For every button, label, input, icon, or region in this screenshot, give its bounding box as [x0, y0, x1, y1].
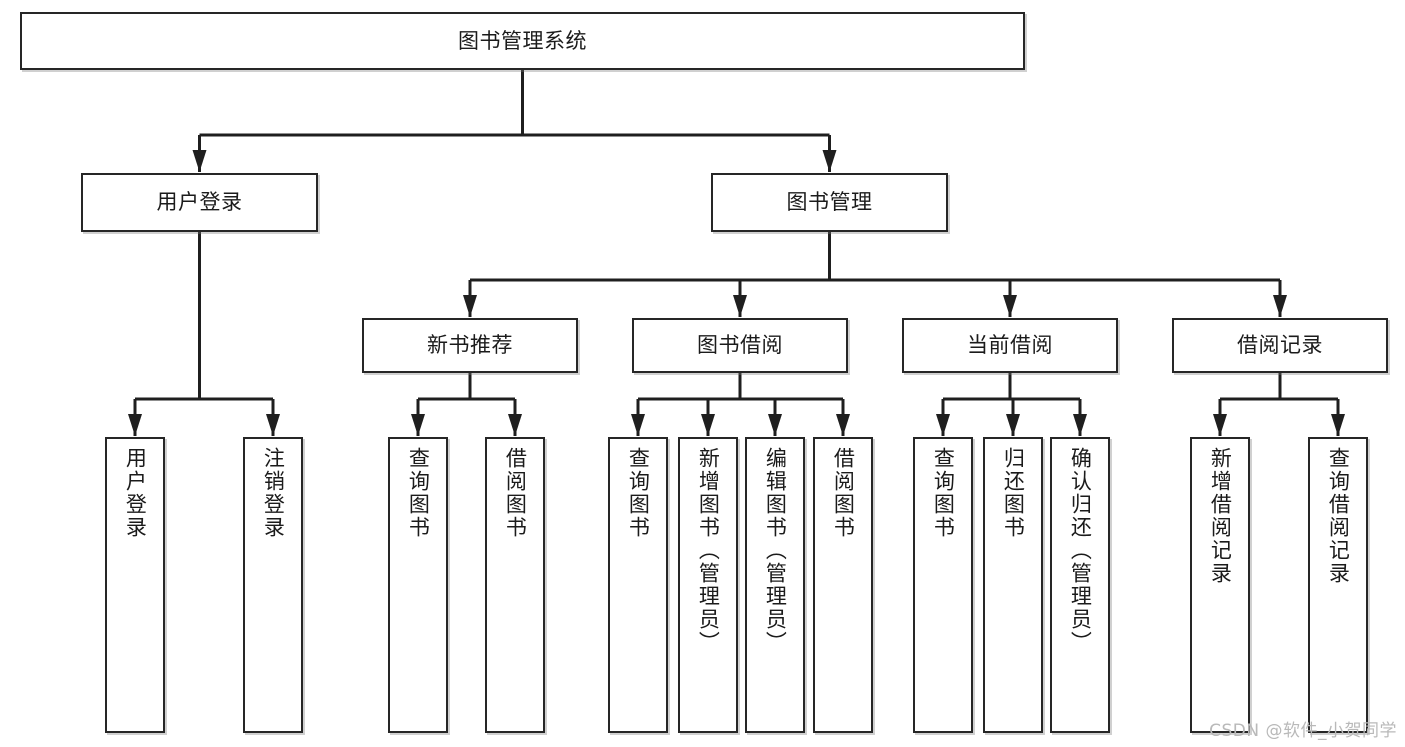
node-label: 新增借阅记录: [1208, 447, 1233, 585]
node-label: 图书管理系统: [458, 28, 587, 53]
node-bookmgmt[interactable]: 图书管理: [711, 173, 948, 232]
node-newbook[interactable]: 新书推荐: [362, 318, 578, 373]
node-l-cur-confirm[interactable]: 确认归还（管理员）: [1050, 437, 1110, 733]
node-l-user-login[interactable]: 用户登录: [105, 437, 165, 733]
node-borrow[interactable]: 图书借阅: [632, 318, 848, 373]
node-label: 归还图书: [1001, 447, 1026, 539]
node-label: 借阅图书: [503, 447, 528, 539]
node-label: 查询图书: [626, 447, 651, 539]
node-label: 注销登录: [261, 447, 286, 539]
node-label: 查询图书: [406, 447, 431, 539]
node-label: 查询图书: [931, 447, 956, 539]
node-label: 图书借阅: [697, 333, 783, 358]
node-label: 查询借阅记录: [1326, 447, 1351, 585]
watermark-text: CSDN @软件_小贺同学: [1209, 721, 1397, 741]
node-l-user-logout[interactable]: 注销登录: [243, 437, 303, 733]
node-label: 用户登录: [123, 447, 148, 539]
node-l-nb-borrow[interactable]: 借阅图书: [485, 437, 545, 733]
node-label: 确认归还（管理员）: [1068, 447, 1093, 654]
node-label: 当前借阅: [967, 333, 1053, 358]
node-label: 图书管理: [786, 190, 873, 215]
node-l-rec-query[interactable]: 查询借阅记录: [1308, 437, 1368, 733]
node-label: 新书推荐: [427, 333, 513, 358]
node-root[interactable]: 图书管理系统: [20, 12, 1025, 70]
node-login[interactable]: 用户登录: [81, 173, 318, 232]
node-l-bk-borrow[interactable]: 借阅图书: [813, 437, 873, 733]
node-l-rec-add[interactable]: 新增借阅记录: [1190, 437, 1250, 733]
node-l-cur-return[interactable]: 归还图书: [983, 437, 1043, 733]
node-l-bk-query[interactable]: 查询图书: [608, 437, 668, 733]
node-l-bk-edit[interactable]: 编辑图书（管理员）: [745, 437, 805, 733]
node-label: 借阅图书: [831, 447, 856, 539]
node-label: 编辑图书（管理员）: [763, 447, 788, 654]
node-l-nb-query[interactable]: 查询图书: [388, 437, 448, 733]
node-l-cur-query[interactable]: 查询图书: [913, 437, 973, 733]
node-label: 借阅记录: [1237, 333, 1323, 358]
node-l-bk-add[interactable]: 新增图书（管理员）: [678, 437, 738, 733]
node-label: 用户登录: [156, 190, 243, 215]
node-records[interactable]: 借阅记录: [1172, 318, 1388, 373]
node-current[interactable]: 当前借阅: [902, 318, 1118, 373]
node-label: 新增图书（管理员）: [696, 447, 721, 654]
